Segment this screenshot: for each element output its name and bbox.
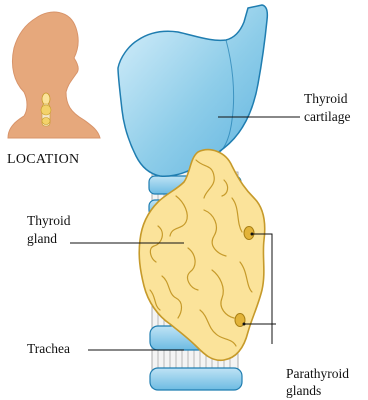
leader-dot-lower [243,323,246,326]
label-thyroid-cartilage-line1: Thyroid [304,91,348,106]
label-thyroid-cartilage-line2: cartilage [304,109,350,124]
label-thyroid-gland-line2: gland [27,231,57,246]
location-inset: LOCATION [7,12,100,167]
label-thyroid-gland-line1: Thyroid [27,213,71,228]
label-parathyroid-line2: glands [286,383,321,398]
head-silhouette-icon [8,12,100,138]
leader-dot-upper [251,233,254,236]
thyroid-cartilage-shape [118,5,267,176]
neck-thyroid-mini-icon [41,93,51,126]
label-parathyroid-line1: Parathyroid [286,366,349,381]
location-caption: LOCATION [7,152,79,167]
label-trachea: Trachea [27,341,70,356]
thyroid-cartilage [118,5,267,176]
